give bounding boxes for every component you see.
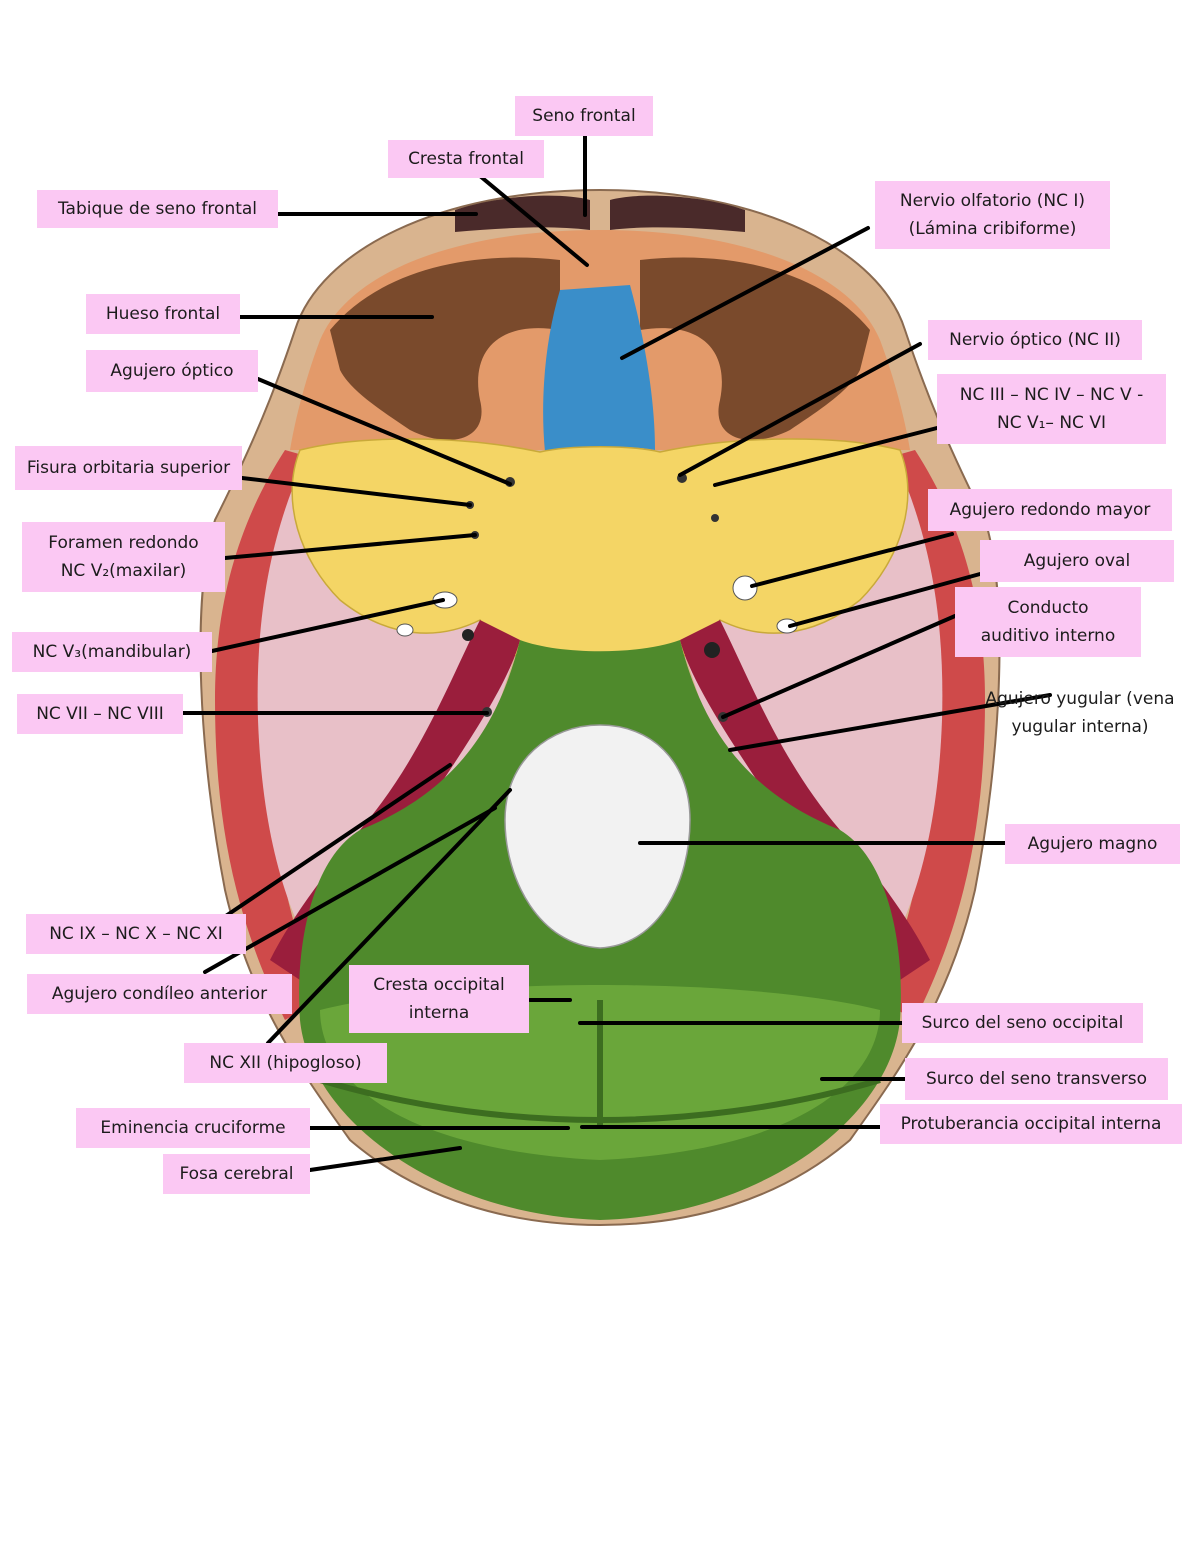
foramen-rotundum-right (732, 575, 758, 601)
label-protuberancia-occipital: Protuberancia occipital interna (880, 1104, 1182, 1144)
leader-condileo (203, 806, 497, 974)
leader-oval (788, 572, 982, 628)
frontal-sinus-right (610, 195, 745, 232)
jugular-dot-left (462, 629, 474, 641)
label-nervio-optico: Nervio óptico (NC II) (928, 320, 1142, 360)
label-nc-iii-iv-v-v1-vi: NC III – NC IV – NC V -NC V₁– NC VI (937, 374, 1166, 444)
leader-lines (181, 134, 1052, 1172)
leader-nc-iii (713, 426, 939, 487)
leader-olfatorio (620, 226, 870, 360)
leader-nervio-optico (678, 342, 922, 477)
jugular-foramen-dot (704, 642, 720, 658)
leader-fosa (308, 1146, 462, 1172)
leader-v3 (210, 598, 445, 653)
leader-yugular (728, 693, 1052, 752)
leader-foramen-redondo (223, 533, 477, 560)
label-nc-xii: NC XII (hipogloso) (184, 1043, 387, 1083)
foramen-magnum (504, 724, 691, 949)
rotundum-dot-right (711, 514, 719, 522)
label-nc-ix-x-xi: NC IX – NC X – NC XI (26, 914, 246, 954)
label-nc-vii-viii: NC VII – NC VIII (17, 694, 183, 734)
foramen-spinosum-left (396, 623, 414, 637)
label-agujero-oval: Agujero oval (980, 540, 1174, 582)
leader-agujero-optico (256, 377, 512, 486)
leader-ix-x-xi (203, 763, 452, 932)
label-nc-v3: NC V₃(mandibular) (12, 632, 212, 672)
label-seno-frontal: Seno frontal (515, 96, 653, 136)
sphenoid-bone (291, 438, 909, 669)
label-agujero-magno: Agujero magno (1005, 824, 1180, 864)
leader-redondo-mayor (750, 532, 954, 588)
leader-fisura (240, 476, 472, 507)
label-hueso-frontal: Hueso frontal (86, 294, 240, 334)
label-tabique-seno-frontal: Tabique de seno frontal (37, 190, 278, 228)
leader-conducto (721, 614, 957, 719)
cribriform-plate (543, 285, 655, 452)
label-surco-seno-occipital: Surco del seno occipital (902, 1003, 1143, 1043)
label-fosa-cerebral: Fosa cerebral (163, 1154, 310, 1194)
label-agujero-optico: Agujero óptico (86, 350, 258, 392)
leader-xii (266, 788, 512, 1045)
frontal-brain-gyri-right (640, 257, 870, 440)
label-agujero-redondo-mayor: Agujero redondo mayor (928, 489, 1172, 531)
leader-cresta-frontal (478, 174, 589, 267)
label-agujero-condileo: Agujero condíleo anterior (27, 974, 292, 1014)
frontal-brain-gyri-left (330, 257, 560, 440)
label-eminencia-cruciforme: Eminencia cruciforme (76, 1108, 310, 1148)
label-nervio-olfatorio: Nervio olfatorio (NC I)(Lámina cribiform… (875, 181, 1110, 249)
label-surco-seno-transverso: Surco del seno transverso (905, 1058, 1168, 1100)
label-fisura-orbitaria: Fisura orbitaria superior (15, 446, 242, 490)
label-cresta-frontal: Cresta frontal (388, 140, 544, 178)
